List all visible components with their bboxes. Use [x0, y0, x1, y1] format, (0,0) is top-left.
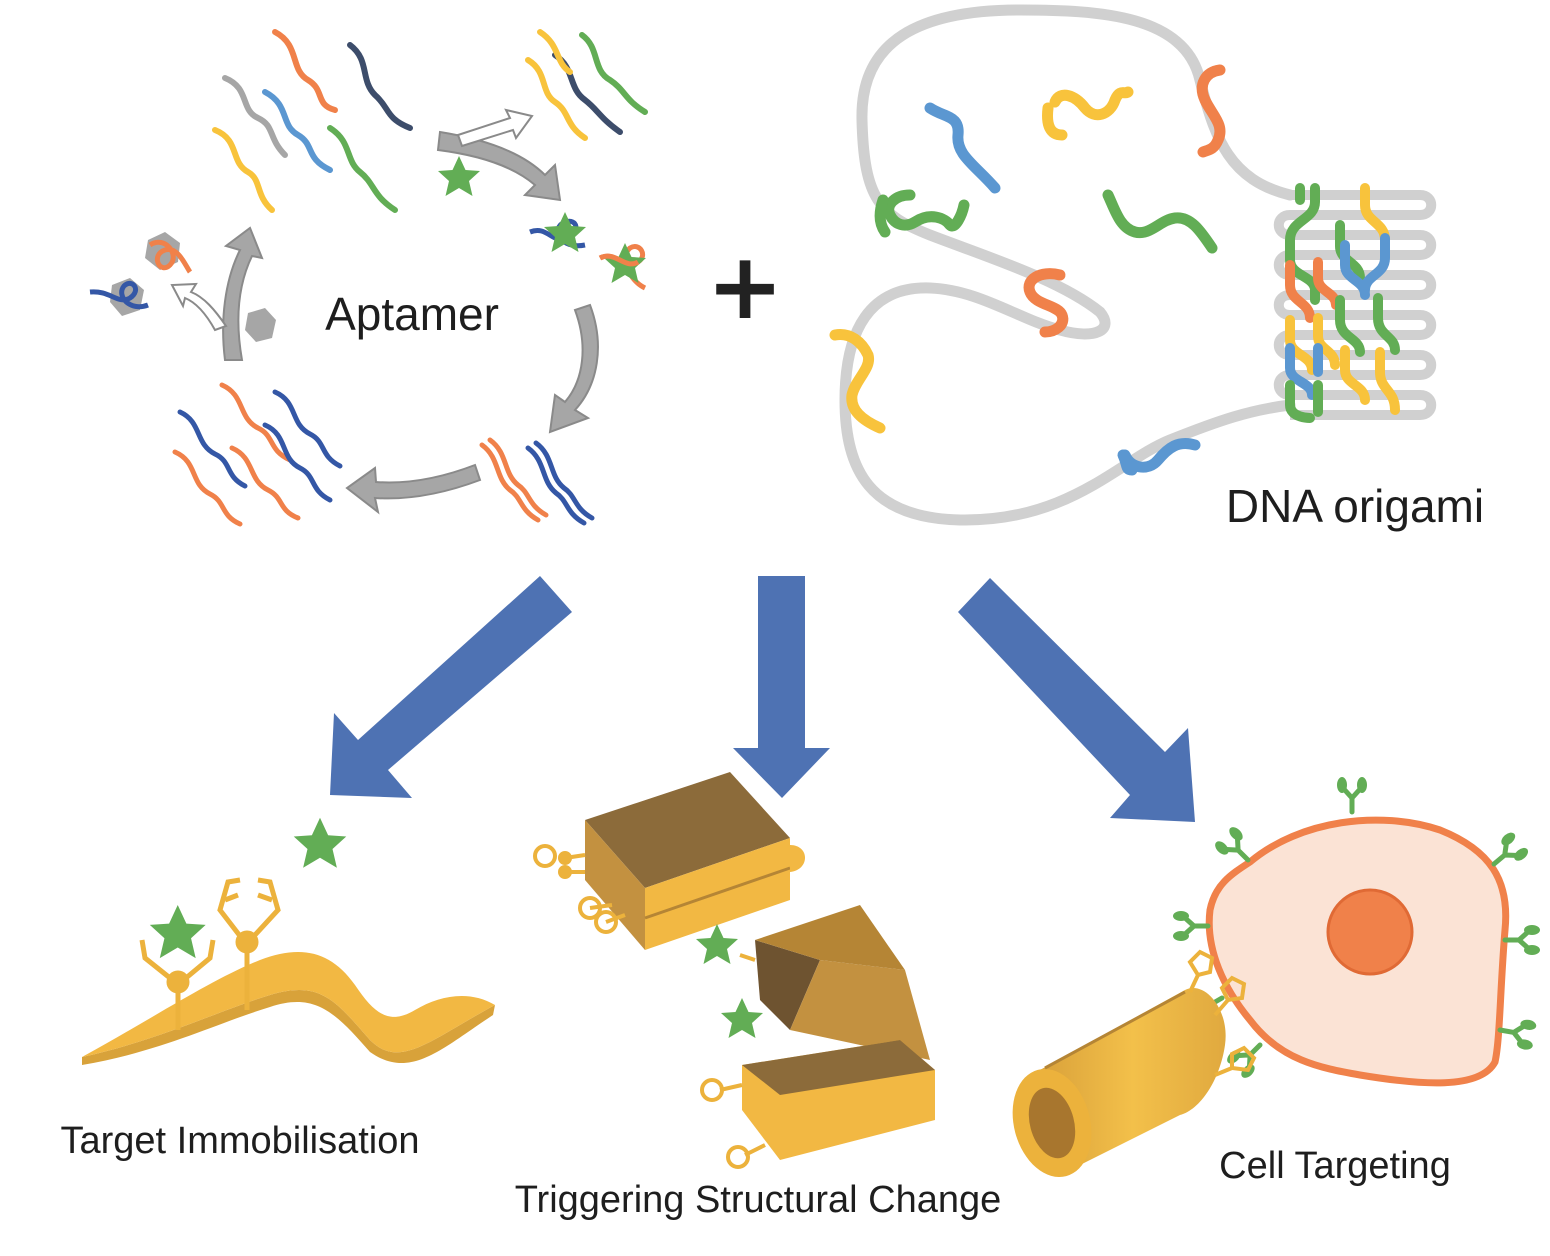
cell-nucleus — [1326, 888, 1414, 976]
target-immobilisation-label: Target Immobilisation — [60, 1120, 419, 1162]
cycle-arrows — [222, 130, 599, 515]
arrow-right — [958, 578, 1195, 822]
target-star-icon — [438, 156, 480, 196]
aptamer-probe-bound — [139, 939, 216, 1030]
bound-aptamers — [529, 212, 647, 291]
free-target-star-icon — [293, 817, 347, 868]
trigger-star-icon-2 — [721, 998, 763, 1038]
closed-origami-box — [533, 772, 805, 950]
structural-change-panel: Triggering Structural Change — [515, 772, 1002, 1221]
free-staples — [829, 64, 1226, 476]
cell-targeting-panel: Cell Targeting — [1012, 777, 1540, 1187]
target-immobilisation-panel: Target Immobilisation — [60, 817, 495, 1162]
cell-targeting-label: Cell Targeting — [1219, 1145, 1451, 1187]
aptamer-label: Aptamer — [325, 288, 499, 340]
tube-origami — [1012, 949, 1257, 1178]
discard-arrows — [170, 108, 534, 332]
aptamer-probe-open — [217, 877, 281, 1010]
application-arrows — [330, 576, 1195, 822]
dna-origami-scaffold: DNA origami — [829, 4, 1484, 532]
arrow-center — [733, 576, 830, 798]
arrow-left — [330, 576, 572, 798]
bound-target-star-icon — [149, 904, 206, 959]
structural-change-label: Triggering Structural Change — [515, 1179, 1002, 1221]
amplified-pool — [172, 382, 595, 527]
oligo-pool — [212, 29, 648, 213]
counter-selection — [89, 232, 276, 342]
dna-origami-label: DNA origami — [1226, 480, 1484, 532]
aptamer-selex-cycle: Aptamer — [89, 29, 648, 527]
open-origami-box — [700, 905, 935, 1169]
plus-sign: + — [706, 233, 783, 340]
